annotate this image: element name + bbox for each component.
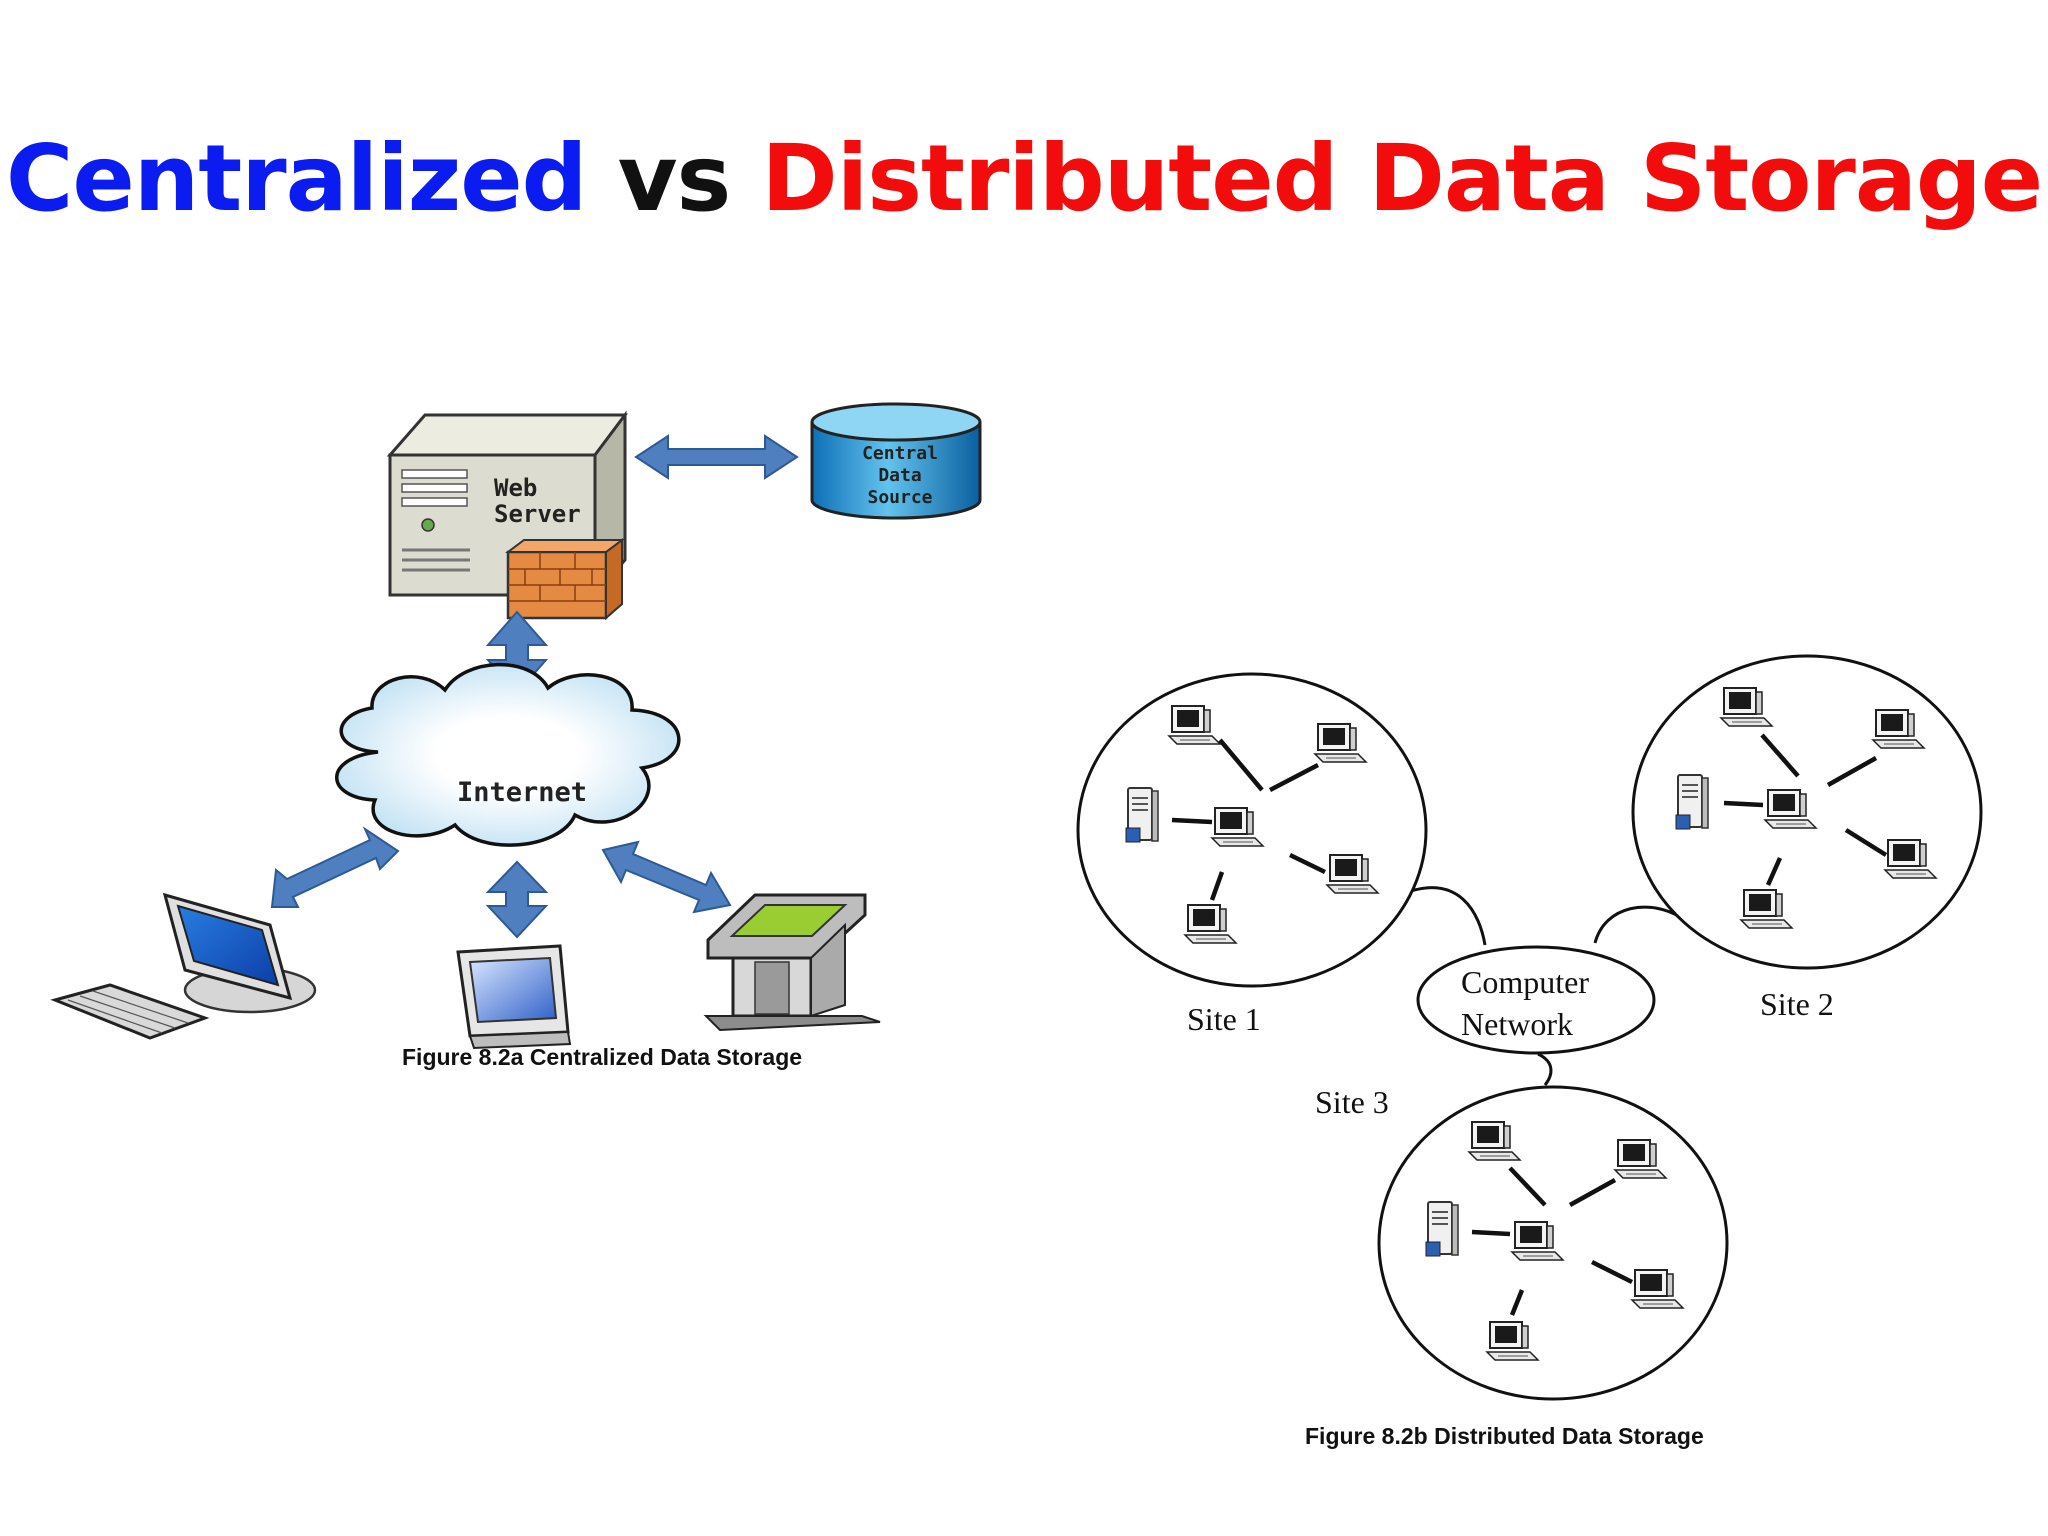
site2-network-link xyxy=(1593,905,1683,944)
central-data-source-icon: Central Data Source xyxy=(810,402,982,520)
distributed-caption: Figure 8.2b Distributed Data Storage xyxy=(1305,1423,1704,1449)
title-centralized: Centralized xyxy=(5,125,588,232)
site-2-label: Site 2 xyxy=(1760,986,1834,1022)
site-3-label: Site 3 xyxy=(1315,1084,1389,1120)
data-source-label-2: Data xyxy=(878,465,921,486)
site1-network-link xyxy=(1399,886,1487,946)
network-label-1: Computer xyxy=(1461,964,1589,1000)
title-distributed: Distributed Data Storage xyxy=(761,125,2043,232)
internet-label: Internet xyxy=(457,777,587,808)
network-label-2: Network xyxy=(1461,1006,1573,1042)
title-vs: vs xyxy=(617,125,732,232)
web-server-label-2: Server xyxy=(494,500,581,528)
slide-title: Centralized vs Distributed Data Storage xyxy=(0,128,2048,229)
desktop-computer-icon xyxy=(50,892,317,1040)
data-source-label-1: Central xyxy=(862,443,938,464)
site-2-cluster xyxy=(1631,654,1983,970)
kiosk-icon xyxy=(703,893,881,1032)
centralized-diagram: Web Server Central Data Source xyxy=(50,402,982,1070)
site-1-label: Site 1 xyxy=(1187,1001,1261,1037)
server-database-arrow xyxy=(634,434,799,480)
internet-desktop-arrow xyxy=(270,826,400,908)
data-source-label-3: Source xyxy=(867,487,932,508)
internet-kiosk-arrow xyxy=(601,840,732,914)
web-server-label-1: Web xyxy=(494,474,537,502)
web-server-icon: Web Server xyxy=(386,410,628,621)
internet-cloud-icon: Internet xyxy=(335,662,681,847)
site-1-cluster xyxy=(1076,672,1428,988)
tablet-icon xyxy=(456,944,572,1050)
computer-network-node: Computer Network xyxy=(1416,945,1656,1055)
centralized-caption: Figure 8.2a Centralized Data Storage xyxy=(402,1044,802,1070)
site3-network-link xyxy=(1537,1052,1553,1086)
site-3-cluster xyxy=(1377,1085,1729,1401)
distributed-diagram: Site 1 Site 2 Computer Network xyxy=(1076,654,1983,1449)
internet-tablet-arrow xyxy=(485,860,549,939)
